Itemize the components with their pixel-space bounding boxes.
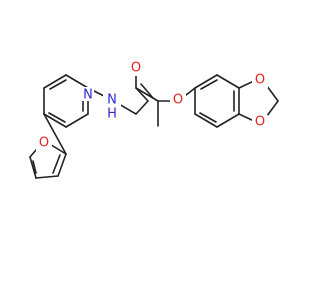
ether-oxygen-label: O bbox=[173, 93, 183, 108]
molecule-diagram: N N H O O O O O bbox=[29, 61, 279, 179]
dioxole-oxygen-bottom-label: O bbox=[255, 115, 265, 130]
atom-labels: N N H O O O O O bbox=[36, 61, 268, 151]
bond-lines bbox=[29, 71, 279, 179]
amide-nitrogen-label: N bbox=[107, 93, 117, 108]
amide-hydrogen-label: H bbox=[107, 107, 117, 122]
pyridine-nitrogen-label: N bbox=[83, 88, 93, 103]
carbonyl-oxygen-label: O bbox=[131, 61, 141, 76]
furan-oxygen-label: O bbox=[39, 136, 49, 151]
dioxole-oxygen-top-label: O bbox=[255, 73, 265, 88]
